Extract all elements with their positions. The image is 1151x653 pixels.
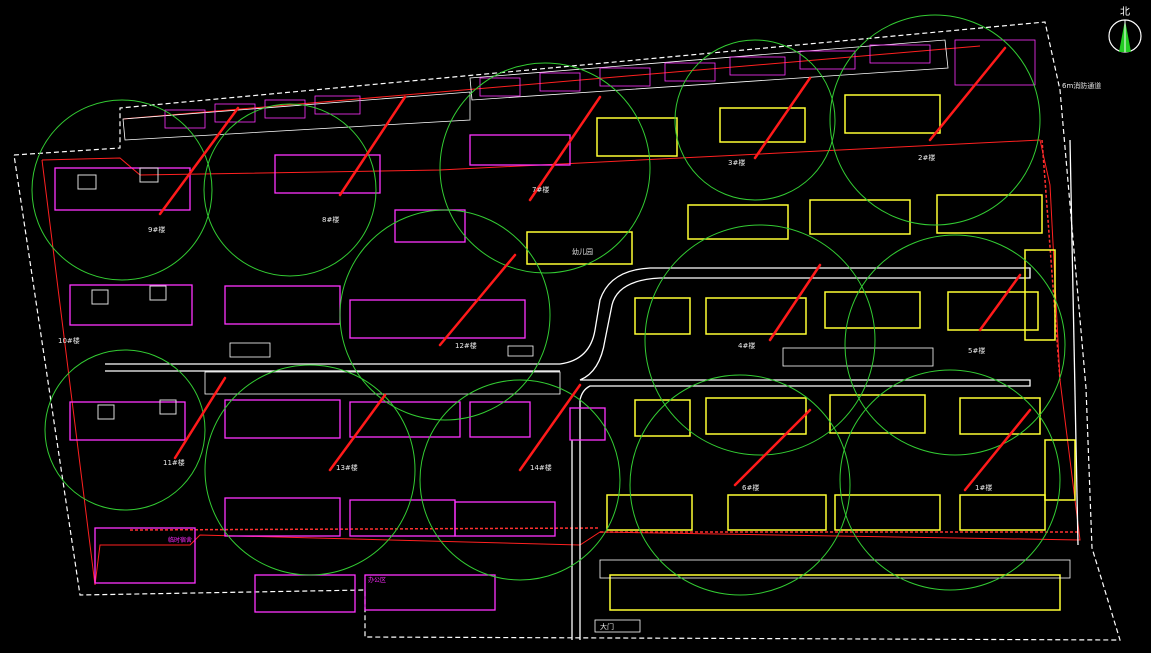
label-ne3: 1#楼 (975, 483, 992, 492)
north-strip-buildings (164, 39, 1036, 129)
crane-circles (31, 14, 1066, 596)
red-line (41, 45, 1081, 586)
roads (105, 139, 1079, 640)
building-cores (77, 167, 177, 420)
north-arrow-icon: 北 (1108, 6, 1142, 53)
label-sw-box: 临时宿舍 (168, 536, 192, 544)
label-mid1: 8#楼 (322, 215, 339, 224)
label-west-bot: 11#楼 (163, 458, 185, 467)
label-west-mid: 10#楼 (58, 336, 80, 345)
crane-arms (158, 46, 1032, 492)
label-ne1: 3#楼 (728, 158, 745, 167)
road-label: 6m消防通道 (1062, 81, 1101, 90)
label-center: 幼儿园 (572, 247, 593, 256)
label-west-top: 9#楼 (148, 225, 165, 234)
label-mid2: 7#楼 (532, 185, 549, 194)
label-mid3: 12#楼 (455, 341, 477, 350)
north-strip (122, 39, 949, 141)
label-e1: 4#楼 (738, 341, 755, 350)
existing-buildings (54, 134, 606, 613)
label-se: 6#楼 (742, 483, 759, 492)
label-gate: 大门 (600, 622, 614, 631)
label-office: 办公区 (368, 576, 386, 584)
new-buildings (526, 94, 1076, 611)
north-label: 北 (1120, 6, 1130, 18)
label-ne2: 2#楼 (918, 153, 935, 162)
label-e2: 5#楼 (968, 346, 985, 355)
label-mid4: 13#楼 (336, 463, 358, 472)
label-mid5: 14#楼 (530, 463, 552, 472)
site-boundary (13, 21, 1121, 641)
